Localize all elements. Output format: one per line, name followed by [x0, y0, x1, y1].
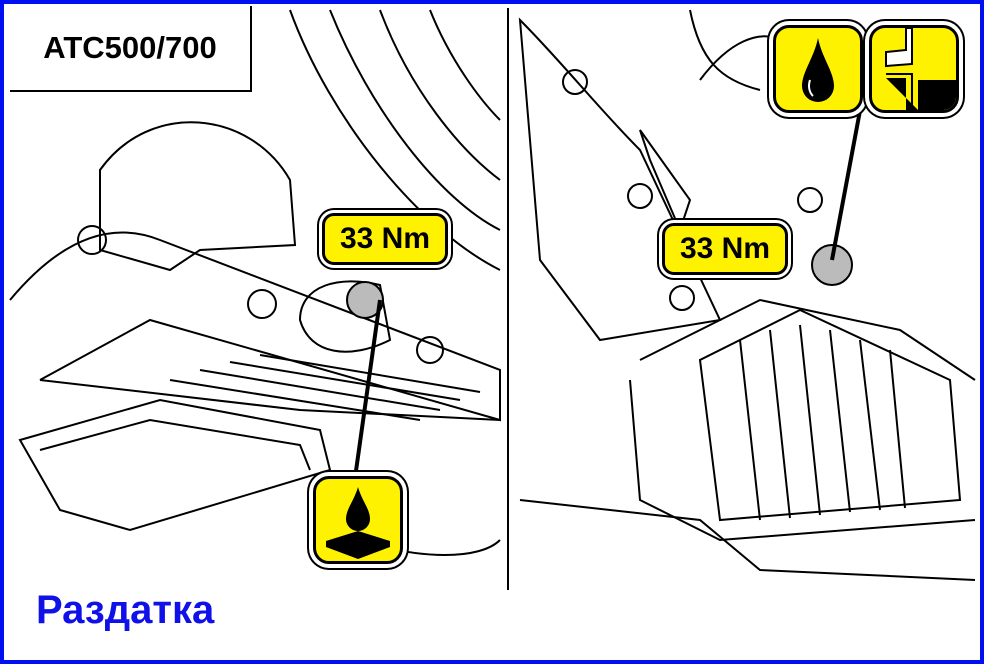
model-title: ATC500/700: [10, 6, 252, 92]
torque-label-left: 33 Nm: [322, 213, 448, 265]
oil-drop-icon: [773, 25, 863, 113]
torque-label-right: 33 Nm: [662, 223, 788, 275]
left-transfer-case-drawing: [9, 9, 501, 556]
drain-plug-icon: [313, 476, 403, 564]
fill-level-icon: [869, 25, 959, 113]
caption-transfer-case: Раздатка: [36, 588, 215, 632]
